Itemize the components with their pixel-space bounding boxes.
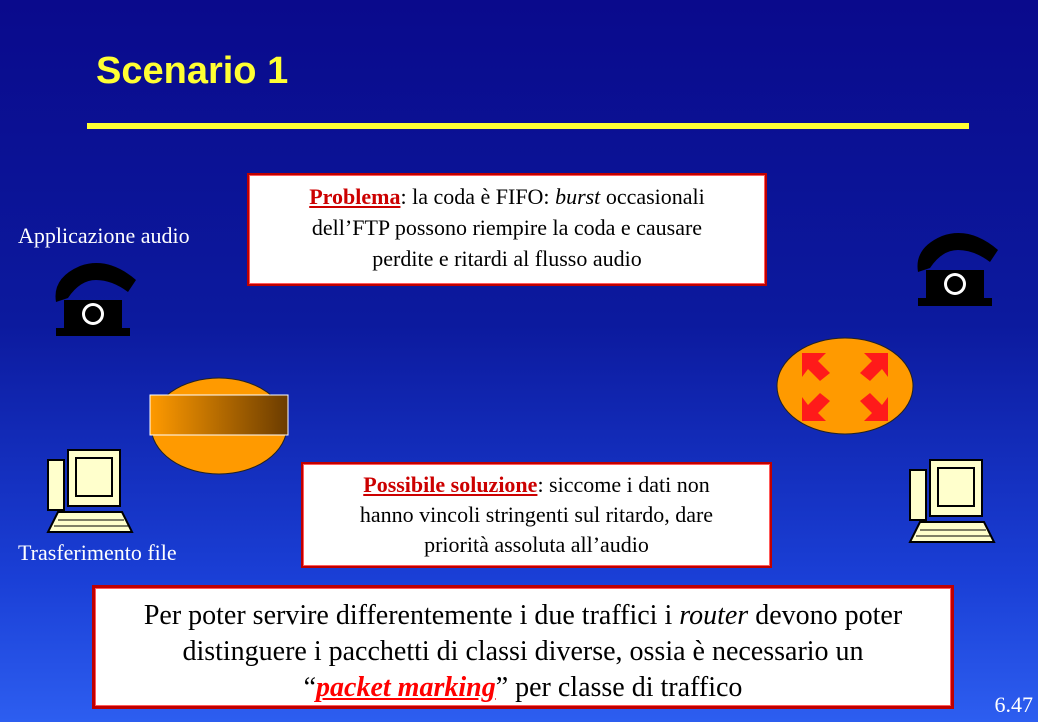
file-transfer-label: Trasferimento file [18, 540, 177, 565]
problem-line-3: perdite e ritardi al flusso audio [372, 246, 642, 271]
packet-marking-term: packet marking [316, 672, 496, 703]
page-title: Scenario 1 [96, 50, 289, 92]
conclusion-box: Per poter servire differentemente i due … [92, 585, 954, 709]
problem-text: : la coda è FIFO: [400, 184, 556, 209]
problem-line-2: dell’FTP possono riempire la coda e caus… [311, 215, 703, 240]
solution-line-3: priorità assoluta all’audio [424, 532, 649, 557]
title-underline [87, 123, 969, 129]
telephone-icon [55, 263, 136, 336]
computer-icon [46, 449, 134, 533]
telephone-icon [917, 233, 998, 306]
conclusion-text: ” per classe di traffico [495, 672, 743, 703]
problem-line-1: Problema: la coda è FIFO: burst occasion… [249, 181, 765, 212]
conclusion-text: Per poter servire differentemente i due … [143, 600, 680, 631]
conclusion-text: devono poter [748, 600, 903, 631]
problem-text: occasionali [600, 184, 705, 209]
solution-box: Possibile soluzione: siccome i dati non … [301, 462, 772, 568]
router-term: router [679, 600, 749, 631]
solution-line-1: Possibile soluzione: siccome i dati non [303, 470, 770, 500]
burst-term: burst [555, 184, 601, 209]
solution-heading: Possibile soluzione [363, 472, 538, 497]
audio-app-label: Applicazione audio [18, 223, 190, 248]
router-icon [776, 337, 914, 435]
router-icon [149, 377, 289, 475]
conclusion-line-1: Per poter servire differentemente i due … [95, 598, 951, 634]
solution-text: : siccome i dati non [537, 472, 710, 497]
problem-heading: Problema [309, 184, 401, 209]
conclusion-line-3: “packet marking” per classe di traffico [95, 670, 951, 706]
computer-icon [908, 459, 996, 543]
quote-mark: “ [303, 672, 317, 703]
solution-line-2: hanno vincoli stringenti sul ritardo, da… [359, 502, 714, 527]
problem-box: Problema: la coda è FIFO: burst occasion… [247, 173, 767, 286]
page-number: 6.47 [994, 692, 1034, 717]
conclusion-line-2: distinguere i pacchetti di classi divers… [182, 636, 864, 667]
